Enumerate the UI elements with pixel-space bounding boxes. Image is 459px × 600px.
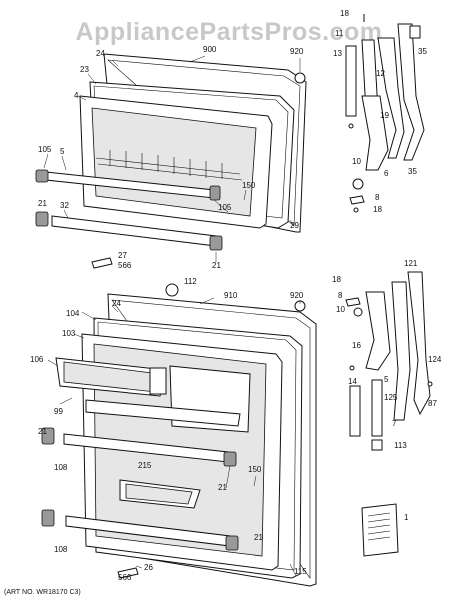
fresh-food-door-assembly — [41, 283, 317, 587]
callout: 21 — [254, 533, 263, 542]
callout: 215 — [138, 461, 152, 470]
callout: 12 — [376, 69, 385, 78]
rail-end-cap-105 — [35, 169, 49, 183]
callout: 21 — [38, 199, 47, 208]
rail-end-cap-21b — [209, 235, 223, 251]
callout: 8 — [375, 193, 380, 202]
callout: 150 — [242, 181, 256, 190]
door-stop-121 — [407, 271, 431, 416]
callout: 5 — [60, 147, 65, 156]
callout: 24 — [96, 49, 105, 58]
callout: 108 — [54, 545, 68, 554]
cover-113 — [371, 439, 383, 451]
freezer-lower-rail — [51, 215, 217, 247]
callout: 99 — [54, 407, 63, 416]
plug-920 — [294, 72, 306, 84]
callout: 6 — [384, 169, 389, 178]
watermark-text: AppliancePartsPros.com — [76, 18, 383, 46]
callout: 35 — [408, 167, 417, 176]
callout: 1 — [404, 513, 409, 522]
rail-end-cap-right-upper — [223, 451, 237, 467]
rail-end-cap-105b — [209, 185, 221, 201]
door-shelf-99 — [85, 399, 241, 427]
callout: 10 — [336, 305, 345, 314]
callout: 104 — [66, 309, 80, 318]
callout: 900 — [203, 45, 217, 54]
callout: 566 — [118, 261, 132, 270]
rail-end-cap-right-lower — [225, 535, 239, 551]
callout: 920 — [290, 291, 304, 300]
callout: 124 — [428, 355, 442, 364]
callout-labels: 18 900 11 920 24 13 35 23 12 4 105 19 5 … — [30, 9, 442, 582]
callout: 113 — [394, 441, 407, 450]
callout: 23 — [80, 65, 89, 74]
callout: 920 — [290, 47, 304, 56]
callout: 18 — [340, 9, 349, 18]
hinge-bar-125 — [371, 379, 383, 437]
callout: 14 — [348, 377, 357, 386]
callout: 125 — [384, 393, 398, 402]
hinge-bar-13 — [345, 45, 357, 117]
callout: 4 — [74, 91, 79, 100]
freezer-hinge-set — [294, 14, 425, 213]
shim-8b — [345, 297, 361, 307]
callout: 21 — [38, 427, 47, 436]
freezer-door-assembly — [35, 53, 307, 269]
leader-lines — [43, 55, 301, 577]
callout: 105 — [38, 145, 52, 154]
door-stop-6 — [377, 37, 405, 159]
callout: 103 — [62, 329, 76, 338]
callout: 7 — [392, 419, 397, 428]
callout: 566 — [118, 573, 132, 582]
callout: 18 — [373, 205, 382, 214]
callout: 21 — [218, 483, 227, 492]
hinge-cap-35 — [409, 25, 421, 39]
hinge-5 — [361, 95, 389, 171]
callout: 35 — [418, 47, 427, 56]
door-stop-35 — [397, 23, 425, 161]
callout: 29 — [290, 221, 299, 230]
callout: 121 — [404, 259, 418, 268]
callout: 105 — [218, 203, 232, 212]
owners-manual-1 — [361, 503, 399, 557]
art-number: (ART NO. WR18170 C3) — [4, 589, 81, 596]
callout: 26 — [144, 563, 153, 572]
callout: 106 — [30, 355, 44, 364]
hinge-pin-10b — [353, 307, 363, 317]
callout: 108 — [54, 463, 68, 472]
rail-end-cap-left-lower — [41, 509, 55, 527]
callout: 10 — [352, 157, 361, 166]
callout: 150 — [248, 465, 262, 474]
hinge-pin-10 — [352, 178, 364, 190]
callout: 8 — [338, 291, 343, 300]
rail-end-cap-21 — [35, 211, 49, 227]
callout: 87 — [428, 399, 437, 408]
callout: 115 — [294, 567, 307, 576]
callout: 24 — [112, 299, 121, 308]
callout: 910 — [224, 291, 238, 300]
rail-end-cap-left-upper — [41, 427, 55, 445]
hinge-bar-14 — [349, 385, 361, 437]
callout: 112 — [184, 277, 197, 286]
plug-112 — [165, 283, 179, 297]
callout: 13 — [333, 49, 342, 58]
callout: 32 — [60, 201, 69, 210]
fresh-food-hinge-set — [345, 271, 433, 557]
callout: 16 — [352, 341, 361, 350]
shim-27 — [91, 257, 113, 269]
callout: 5 — [384, 375, 389, 384]
door-stop-7 — [391, 281, 411, 421]
callout: 21 — [212, 261, 221, 270]
shim-26 — [117, 567, 139, 579]
callout: 27 — [118, 251, 127, 260]
shim-8 — [349, 195, 365, 205]
hinge-5b — [365, 291, 391, 371]
callout: 11 — [335, 29, 344, 38]
callout: 19 — [380, 111, 389, 120]
callout: 18 — [332, 275, 341, 284]
